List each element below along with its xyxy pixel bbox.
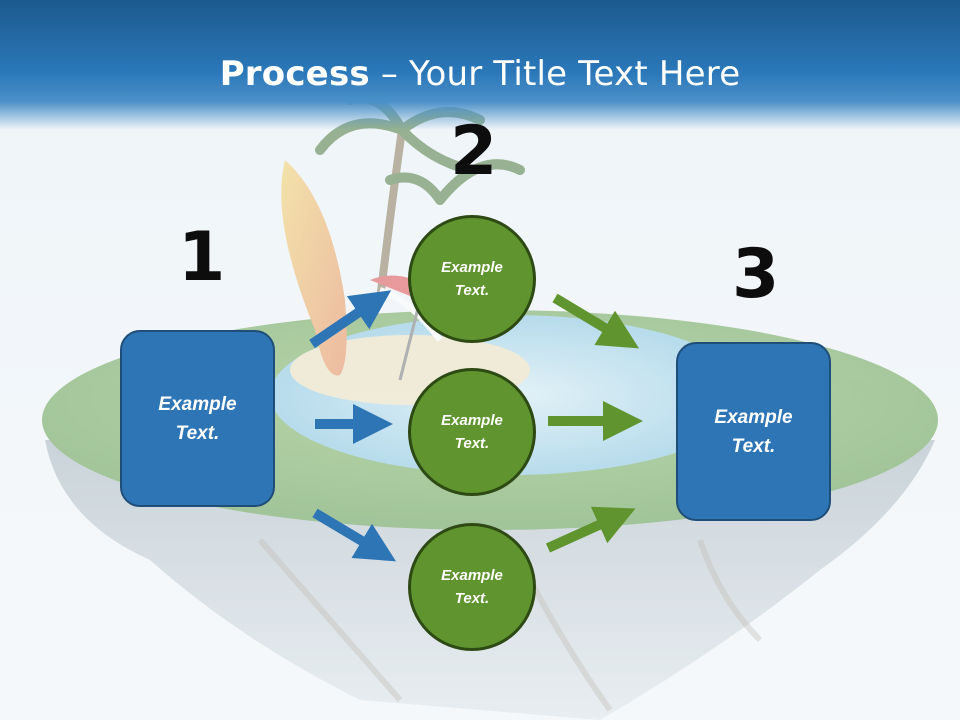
arrow-up-right-green <box>545 506 636 553</box>
title-rest: – Your Title Text Here <box>369 54 741 94</box>
arrow-up-right-blue <box>309 290 392 349</box>
step-3-number: 3 <box>732 235 780 314</box>
circle-top-label: Example Text. <box>441 259 503 299</box>
step-2-circle-middle: Example Text. <box>408 368 536 496</box>
arrow-down-right-green <box>552 293 640 349</box>
title-bold: Process <box>219 54 370 94</box>
step-3-box: Example Text. <box>676 342 831 521</box>
step-2-circle-top: Example Text. <box>408 215 536 343</box>
step-2-circle-bottom: Example Text. <box>408 523 536 651</box>
step-1-label: Example Text. <box>158 393 237 444</box>
step-1-box: Example Text. <box>120 330 275 507</box>
step-2-number: 2 <box>450 112 498 191</box>
slide-title: Process – Your Title Text Here <box>0 54 960 94</box>
circle-middle-label: Example Text. <box>441 412 503 452</box>
arrow-down-right-blue <box>312 508 397 562</box>
circle-bottom-label: Example Text. <box>441 567 503 607</box>
step-1-number: 1 <box>178 218 226 297</box>
title-bar <box>0 0 960 130</box>
step-3-label: Example Text. <box>714 406 793 457</box>
